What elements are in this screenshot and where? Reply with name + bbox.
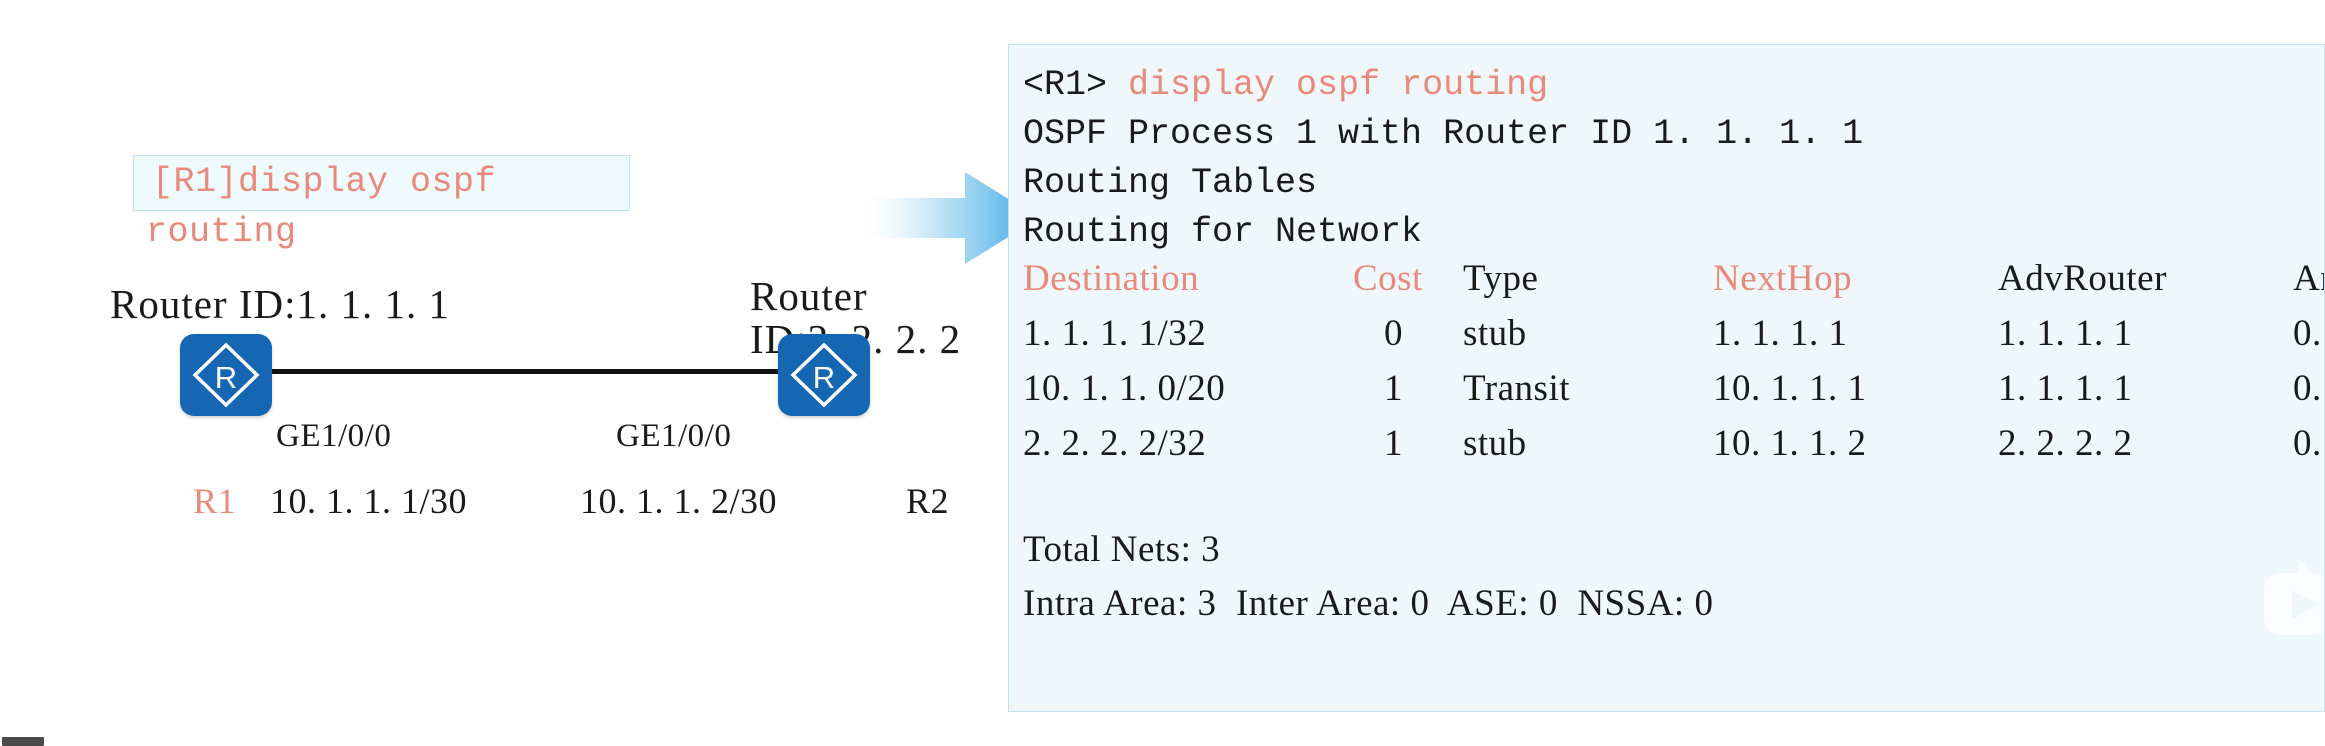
cell-nexthop: 1. 1. 1. 1 [1713,313,1848,354]
network-link-line [264,369,784,374]
column-header-area: Area [2293,258,2324,299]
summary-total-nets: Total Nets: 3 [1023,529,1221,570]
cell-nexthop: 10. 1. 1. 1 [1713,368,1867,409]
cell-cost: 1 [1384,423,1403,464]
cell-type: stub [1463,313,1527,354]
console-prompt: <R1> [1023,65,1129,105]
router-glyph: R [790,342,858,408]
cell-type: stub [1463,423,1527,464]
cell-advrouter: 1. 1. 1. 1 [1998,368,2133,409]
console-text-body: <R1> display ospf routing OSPF Process 1… [1009,45,2324,631]
left-router-name-label: R1 [193,481,237,521]
corner-artifact [2,737,44,746]
column-header-type: Type [1463,258,1539,299]
console-line-routing-tables: Routing Tables [1023,163,1318,203]
console-output-panel: <R1> display ospf routing OSPF Process 1… [1008,44,2325,712]
right-interface-label: GE1/0/0 [616,418,732,454]
router-icon-r2[interactable]: R [778,334,870,416]
cell-area: 0. 0. 0. 0 [2293,368,2324,409]
svg-text:R: R [215,360,237,395]
cell-type: Transit [1463,368,1571,409]
column-header-cost: Cost [1353,258,1423,299]
left-router-ip-label: 10. 1. 1. 1/30 [270,481,468,521]
cell-advrouter: 1. 1. 1. 1 [1998,313,2133,354]
console-command-text: display ospf routing [1128,65,1549,105]
cell-area: 0. 0. 0. 0 [2293,313,2324,354]
routing-table-row: 10. 1. 1. 0/20 1 Transit 10. 1. 1. 1 1. … [1023,367,2324,422]
column-header-destination: Destination [1023,258,1200,299]
cell-destination: 1. 1. 1. 1/32 [1023,313,1207,354]
summary-area-counts: Intra Area: 3 Inter Area: 0 ASE: 0 NSSA:… [1023,583,1714,624]
routing-table-row: 2. 2. 2. 2/32 1 stub 10. 1. 1. 2 2. 2. 2… [1023,422,2324,477]
cell-nexthop: 10. 1. 1. 2 [1713,423,1867,464]
cell-cost: 1 [1384,368,1403,409]
cell-area: 0. 0. 0. 0 [2293,423,2324,464]
console-line-process: OSPF Process 1 with Router ID 1. 1. 1. 1 [1023,114,1864,154]
column-header-nexthop: NextHop [1713,258,1853,299]
left-interface-label: GE1/0/0 [276,418,392,454]
routing-table-header-row: Destination Cost Type NextHop AdvRouter … [1023,257,2324,312]
console-command-line: <R1> display ospf routing [1023,61,1863,110]
topology-diagram: [R1]display ospf routing Router ID:1. 1.… [0,0,1039,746]
right-router-ip-label: 10. 1. 1. 2/30 [580,481,778,521]
svg-text:R: R [813,360,835,395]
watermark-logo-icon [2264,561,2324,635]
router-icon-r1[interactable]: R [180,334,272,416]
flow-arrow-right-icon [855,172,1039,264]
column-header-advrouter: AdvRouter [1998,258,2167,299]
cell-advrouter: 2. 2. 2. 2 [1998,423,2133,464]
right-router-id-line1: Router [750,273,868,319]
left-router-id-label: Router ID:1. 1. 1. 1 [110,281,450,327]
cell-destination: 2. 2. 2. 2/32 [1023,423,1207,464]
command-callout-overflow-text: routing [146,212,297,252]
console-blank-line [1023,477,1863,523]
routing-table-row: 1. 1. 1. 1/32 0 stub 1. 1. 1. 1 1. 1. 1.… [1023,312,2324,367]
right-router-name-label: R2 [906,481,950,521]
console-line-routing-for-network: Routing for Network [1023,212,1423,252]
cell-cost: 0 [1384,313,1403,354]
cell-destination: 10. 1. 1. 0/20 [1023,368,1226,409]
router-glyph: R [192,342,260,408]
command-callout-box: [R1]display ospf [133,155,630,211]
